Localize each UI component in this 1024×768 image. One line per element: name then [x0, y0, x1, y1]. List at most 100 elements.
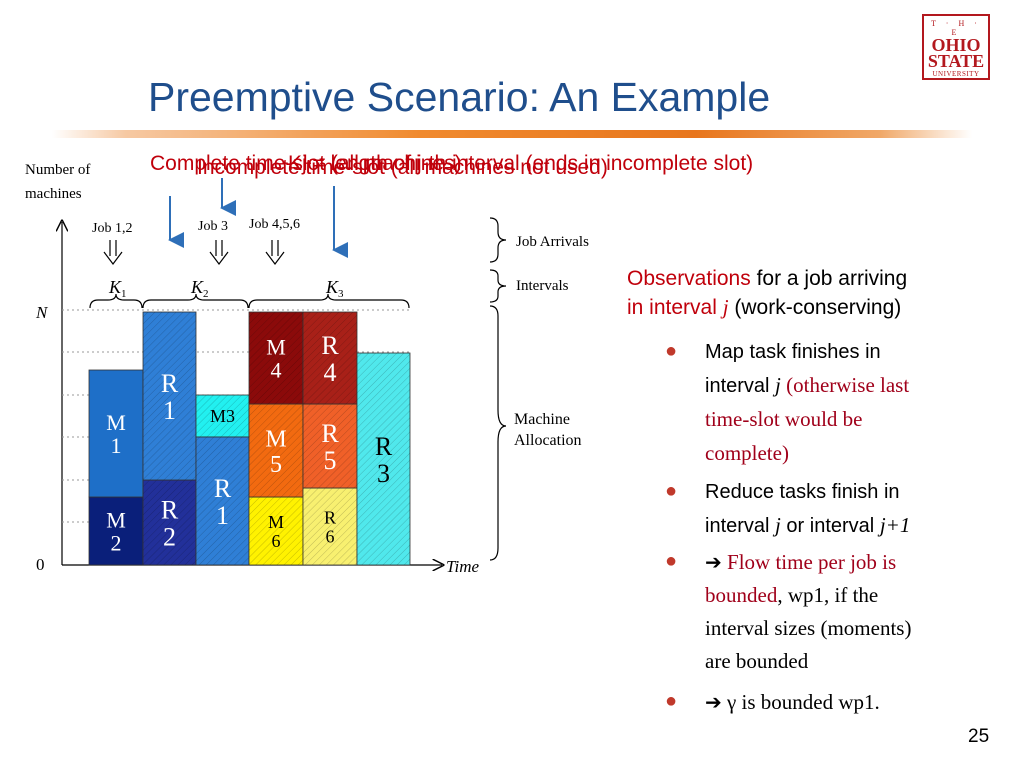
observations-label: Observations — [627, 267, 751, 290]
bullet-3-text-c: , wp1, if the — [777, 583, 879, 607]
block-m2: M2 — [88, 496, 144, 566]
block-r1a: R1 — [142, 311, 197, 481]
interval-k2: K2 — [190, 277, 209, 300]
block-r2-label-1: R — [161, 495, 179, 524]
block-r3: R3 — [356, 352, 411, 566]
block-m1-fill — [88, 369, 144, 498]
block-m3-hatch — [196, 395, 249, 437]
bullet-2-j-plus-1: j+1 — [879, 513, 911, 537]
legend-job-arrivals: Job Arrivals — [516, 234, 589, 250]
block-r6-hatch — [303, 488, 357, 565]
block-m6: M6 — [248, 496, 304, 566]
machine-allocation-diagram: Number of machines N 0 Time Job 1,2 Job … — [25, 162, 589, 576]
observations-line2-j: j — [722, 295, 729, 319]
block-r1b-label-2: 1 — [216, 501, 229, 530]
arrival-job-4-5-6: Job 4,5,6 — [249, 217, 300, 232]
block-r4-hatch — [303, 312, 357, 404]
block-m5-hatch — [249, 404, 303, 497]
block-m6-label-1: M — [268, 512, 284, 532]
block-r6: R6 — [302, 487, 358, 566]
logo-line-2: OHIO — [931, 35, 981, 55]
bullet-1-text-b: interval — [705, 375, 776, 397]
logo-line-3: STATE — [927, 51, 985, 71]
bullet-3-text-a: Flow time per job is — [721, 550, 897, 574]
block-r3-hatch — [357, 353, 410, 565]
block-r4-label-2: 4 — [324, 358, 337, 387]
arrow-right-icon: ➔ — [705, 550, 722, 574]
block-r1b-label-1: R — [214, 474, 232, 503]
legend-intervals: Intervals — [516, 278, 569, 294]
observations-head-rest: for a job arriving — [750, 267, 908, 290]
legend-machine-allocation-1: Machine — [514, 411, 570, 428]
block-r6-label-2: 6 — [326, 527, 335, 547]
block-m4-hatch — [249, 312, 303, 404]
annotation-interval-length: Kj = length of j-th interval (ends in in… — [288, 152, 754, 175]
block-r5: R5 — [302, 403, 358, 489]
bullet-4-text-a: γ is bounded wp1. — [721, 690, 880, 714]
block-m6-hatch — [249, 497, 303, 565]
block-m4-label-1: M — [266, 335, 286, 360]
arrow-right-icon: ➔ — [705, 690, 722, 714]
block-r2: R2 — [142, 479, 197, 566]
bullet-dot-icon: ● — [665, 690, 678, 712]
y-axis-label-1: Number of — [25, 162, 90, 178]
observations-line2-red: in interval — [627, 296, 723, 319]
block-m6-label-2: 6 — [272, 531, 281, 551]
block-m3: M3 — [195, 394, 250, 438]
osu-logo: T · H · E OHIO STATE UNIVERSITY — [922, 14, 990, 80]
bullet-1-text-d: time-slot would be — [705, 407, 863, 431]
bullet-1-j: j — [775, 373, 781, 397]
y-tick-n: N — [35, 303, 49, 322]
block-m1-label-2: 1 — [111, 433, 122, 458]
block-m5-label-2: 5 — [270, 452, 282, 478]
block-m3-label: M3 — [210, 406, 235, 426]
legend-braces — [489, 217, 507, 561]
block-r3-label-1: R — [375, 432, 393, 461]
block-r4: R4 — [302, 311, 358, 405]
bullet-2-text-c: or interval — [780, 515, 880, 537]
arrival-job-1-2: Job 1,2 — [92, 221, 132, 236]
observations-line2-rest: (work-conserving) — [728, 296, 902, 319]
block-m1-label-1: M — [106, 410, 126, 435]
block-r1a-hatch — [143, 312, 196, 480]
bullet-3-text-e: are bounded — [705, 649, 809, 673]
block-m4-label-2: 4 — [271, 358, 282, 383]
annotation-incomplete-slot: Incomplete time-slot (all machines not u… — [197, 156, 608, 179]
bullet-dot-icon: ● — [665, 480, 678, 502]
block-m5-label-1: M — [265, 427, 286, 453]
block-r6-label-1: R — [324, 508, 336, 528]
interval-k3: K3 — [325, 277, 344, 300]
block-m2-fill — [88, 496, 144, 566]
interval-braces — [89, 293, 410, 309]
arrival-job-3: Job 3 — [198, 219, 228, 234]
block-m2-label-1: M — [106, 508, 126, 533]
bullet-3-text-b: bounded — [705, 583, 778, 607]
legend-machine-allocation-2: Allocation — [514, 432, 582, 449]
arrival-arrows — [103, 240, 285, 265]
y-tick-zero: 0 — [36, 555, 45, 574]
block-r2-hatch — [143, 480, 196, 565]
title-divider — [52, 130, 972, 138]
bullet-dot-icon: ● — [665, 340, 678, 362]
block-r4-label-1: R — [321, 331, 339, 360]
block-m1: M1 — [88, 369, 144, 498]
bullet-1-text-e: complete) — [705, 441, 789, 465]
bullet-1-text-a: Map task finishes in — [705, 341, 881, 363]
block-r1b-hatch — [196, 437, 249, 565]
block-m2-label-2: 2 — [111, 531, 122, 556]
page-title: Preemptive Scenario: An Example — [148, 74, 771, 120]
bullet-1-text-c: (otherwise last — [780, 373, 910, 397]
block-r5-label-1: R — [321, 419, 339, 448]
y-axis-label-2: machines — [25, 186, 82, 202]
block-r1a-label-1: R — [161, 369, 179, 398]
bullet-2-j: j — [775, 513, 781, 537]
block-r2-label-2: 2 — [163, 523, 176, 552]
bullet-2-text-b: interval — [705, 515, 776, 537]
bullet-3-text-d: interval sizes (moments) — [705, 616, 912, 640]
block-r1b: R1 — [195, 436, 250, 566]
block-m5: M5 — [248, 403, 304, 498]
x-axis-label: Time — [446, 557, 480, 576]
block-r5-hatch — [303, 404, 357, 488]
bullet-2-text-a: Reduce tasks finish in — [705, 481, 900, 503]
